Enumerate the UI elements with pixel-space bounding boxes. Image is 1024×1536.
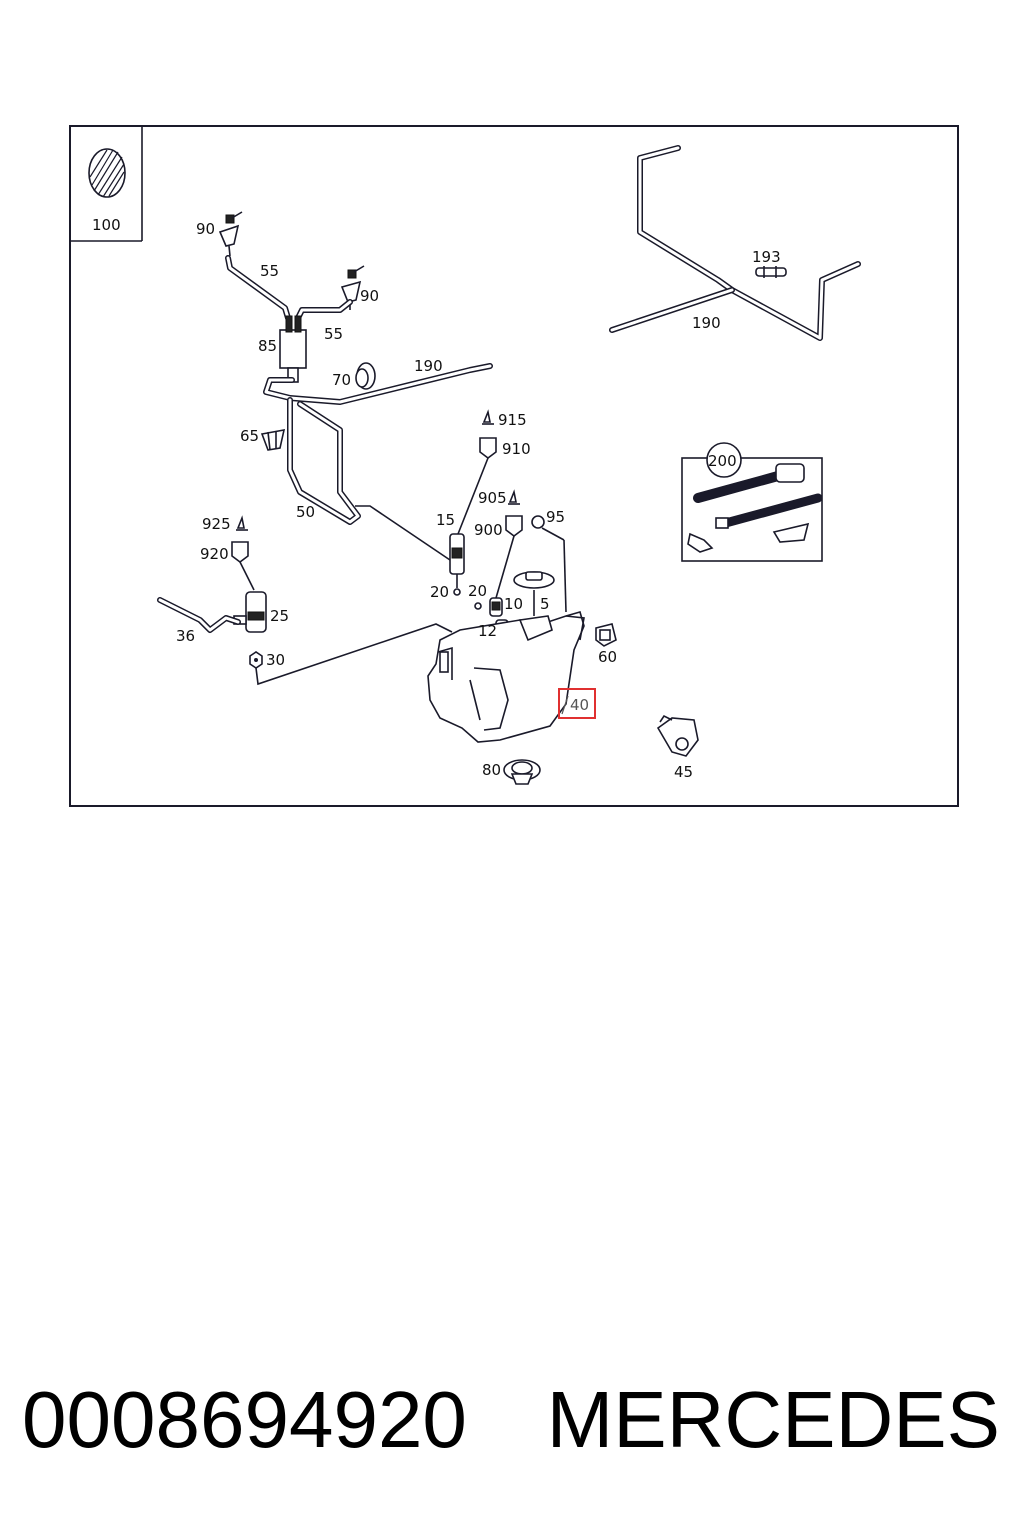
label-95: 95 bbox=[546, 508, 565, 526]
label-90-left: 90 bbox=[196, 220, 215, 238]
washer-20-right bbox=[474, 602, 482, 610]
nut-30 bbox=[249, 623, 453, 686]
grommet-80 bbox=[503, 759, 541, 785]
part-number: 0008694920 bbox=[22, 1375, 467, 1464]
label-55-right: 55 bbox=[324, 325, 343, 343]
label-10: 10 bbox=[504, 595, 523, 613]
pump-25 bbox=[233, 591, 267, 633]
grommet-70 bbox=[355, 362, 376, 390]
nozzle-90-left bbox=[218, 211, 243, 257]
pump-15 bbox=[449, 533, 465, 588]
inset-200 bbox=[681, 442, 823, 562]
sensor-900-905 bbox=[495, 489, 523, 599]
brand-name: MERCEDES bbox=[546, 1375, 1000, 1464]
reservoir-40 bbox=[427, 611, 585, 743]
sensor-910-915 bbox=[457, 409, 497, 535]
label-70: 70 bbox=[332, 371, 351, 389]
highlight-40[interactable] bbox=[558, 688, 596, 719]
clip-45 bbox=[656, 714, 699, 757]
label-85: 85 bbox=[258, 337, 277, 355]
hose-50 bbox=[287, 397, 451, 561]
label-910: 910 bbox=[502, 440, 531, 458]
label-920: 920 bbox=[200, 545, 229, 563]
label-25: 25 bbox=[270, 607, 289, 625]
label-90-right: 90 bbox=[360, 287, 379, 305]
label-905: 905 bbox=[478, 489, 507, 507]
hose-55 bbox=[225, 255, 353, 321]
line-190-left bbox=[263, 363, 493, 405]
clip-60 bbox=[595, 623, 617, 647]
nozzle-90-right bbox=[340, 265, 365, 310]
label-55-left: 55 bbox=[260, 262, 279, 280]
parts-diagram: 100 bbox=[69, 125, 959, 807]
label-100: 100 bbox=[92, 216, 121, 234]
label-193: 193 bbox=[752, 248, 781, 266]
label-15: 15 bbox=[436, 511, 455, 529]
label-900: 900 bbox=[474, 521, 503, 539]
label-190-left: 190 bbox=[414, 357, 443, 375]
label-65: 65 bbox=[240, 427, 259, 445]
label-36: 36 bbox=[176, 627, 195, 645]
label-80: 80 bbox=[482, 761, 501, 779]
valve-85 bbox=[279, 315, 307, 383]
label-12: 12 bbox=[478, 622, 497, 640]
sensor-920-925 bbox=[231, 515, 255, 591]
label-20-left: 20 bbox=[430, 583, 449, 601]
clip-65 bbox=[260, 428, 286, 451]
screw-95 bbox=[531, 515, 567, 613]
cap-5 bbox=[513, 571, 555, 616]
label-190-right: 190 bbox=[692, 314, 721, 332]
washer-20-left bbox=[453, 588, 461, 596]
label-30: 30 bbox=[266, 651, 285, 669]
label-20-right: 20 bbox=[468, 582, 487, 600]
line-190-right bbox=[609, 145, 861, 341]
diagram-frame bbox=[69, 125, 959, 807]
label-200: 200 bbox=[708, 452, 737, 470]
label-45: 45 bbox=[674, 763, 693, 781]
label-50: 50 bbox=[296, 503, 315, 521]
label-925: 925 bbox=[202, 515, 231, 533]
connector-193 bbox=[755, 266, 787, 278]
label-5: 5 bbox=[540, 595, 550, 613]
label-915: 915 bbox=[498, 411, 527, 429]
label-60: 60 bbox=[598, 648, 617, 666]
label-40: 40 bbox=[570, 696, 589, 714]
inset-100: 100 bbox=[70, 126, 143, 242]
line-36 bbox=[157, 597, 241, 633]
footer: 0008694920 MERCEDES bbox=[0, 1370, 1024, 1470]
